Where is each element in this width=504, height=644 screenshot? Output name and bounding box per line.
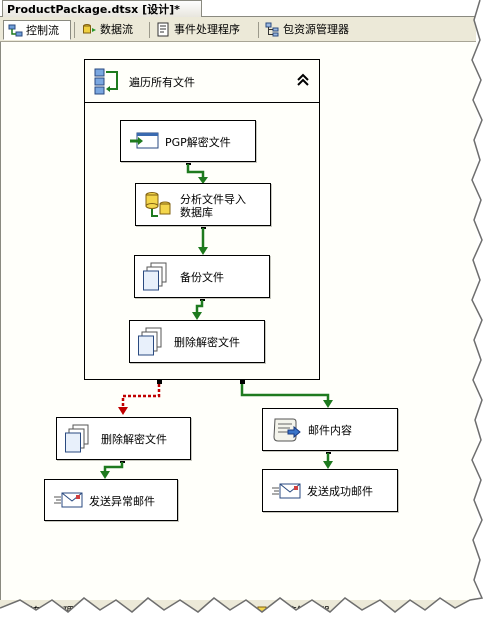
connection-manager-label: 连接管理器 [275, 605, 330, 618]
task-delete-decrypted-outer[interactable]: 删除解密文件 [56, 417, 191, 460]
tab-control-flow[interactable]: 控制流 [3, 20, 71, 40]
task-label: 发送成功邮件 [307, 485, 373, 498]
execute-process-icon [130, 132, 159, 149]
package-explorer-icon [265, 22, 279, 37]
container-header[interactable]: 遍历所有文件 [85, 60, 319, 103]
double-chevron-up-icon[interactable] [295, 72, 311, 88]
data-flow-icon [83, 24, 96, 34]
script-task-icon [273, 418, 301, 441]
tab-label: 控制流 [26, 24, 59, 37]
connection-manager-label: 连接管理器 [30, 605, 85, 618]
document-tab[interactable]: ProductPackage.dtsx [设计]* [2, 0, 202, 17]
task-pgp-decrypt[interactable]: PGP解密文件 [120, 120, 256, 162]
tab-separator [258, 22, 259, 38]
task-label: 删除解密文件 [101, 433, 167, 446]
connection-manager-icon [12, 606, 25, 618]
control-flow-icon [8, 24, 23, 37]
tab-event-handlers[interactable]: 事件处理程序 [152, 20, 256, 40]
task-send-success-mail[interactable]: 发送成功邮件 [262, 469, 398, 512]
tab-separator [149, 22, 150, 38]
connection-manager-tab[interactable]: 连接管理器 [10, 604, 85, 620]
file-system-task-icon [138, 327, 162, 355]
task-label: 发送异常邮件 [89, 495, 155, 508]
connection-manager-tray: 连接管理器 连接管理器 [0, 600, 476, 644]
file-system-task-icon [65, 424, 89, 452]
tab-data-flow[interactable]: 数据流 [78, 20, 146, 40]
task-backup-files[interactable]: 备份文件 [134, 255, 270, 298]
document-tab-title: ProductPackage.dtsx [设计]* [7, 3, 180, 16]
tab-label: 包资源管理器 [283, 23, 349, 36]
task-send-error-mail[interactable]: 发送异常邮件 [44, 479, 178, 521]
task-label: 分析文件导入 数据库 [180, 193, 246, 219]
event-handler-icon [157, 22, 169, 37]
data-flow-task-icon [145, 191, 171, 217]
task-analyze-import[interactable]: 分析文件导入 数据库 [135, 183, 271, 226]
foreach-loop-icon [94, 68, 118, 95]
tab-label: 事件处理程序 [174, 23, 240, 36]
task-label: 备份文件 [180, 271, 224, 284]
connection-manager-tab[interactable]: 连接管理器 [255, 604, 330, 620]
task-mail-content[interactable]: 邮件内容 [262, 408, 398, 451]
tab-separator [74, 22, 75, 38]
container-title: 遍历所有文件 [129, 76, 195, 89]
file-system-task-icon [143, 262, 167, 290]
send-mail-task-icon [272, 483, 301, 498]
task-label: 删除解密文件 [174, 336, 240, 349]
tab-label: 数据流 [100, 23, 133, 36]
task-label: PGP解密文件 [165, 136, 231, 149]
tab-package-explorer[interactable]: 包资源管理器 [261, 20, 365, 40]
task-label: 邮件内容 [308, 424, 352, 437]
connection-manager-icon [257, 606, 270, 618]
send-mail-task-icon [54, 492, 83, 508]
task-delete-decrypted-inner[interactable]: 删除解密文件 [129, 320, 265, 363]
designer-tabstrip: 控制流 数据流 事件处理程序 包资源管理器 [0, 16, 476, 42]
